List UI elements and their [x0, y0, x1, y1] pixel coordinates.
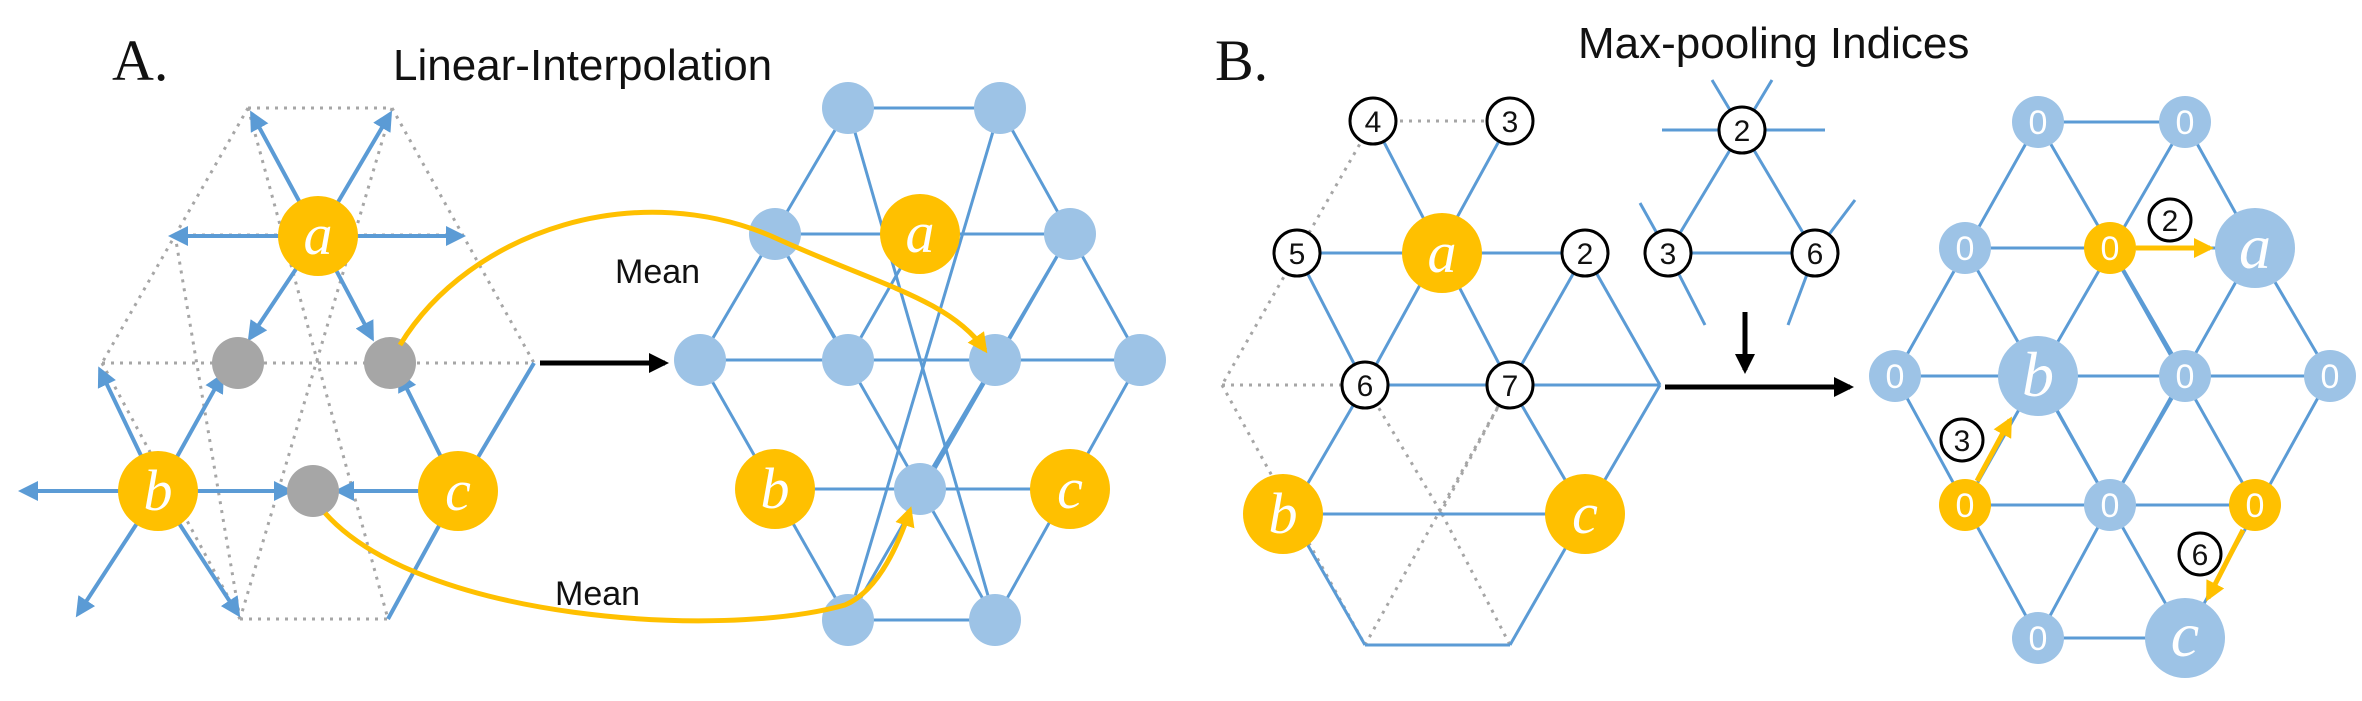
zero-node: 0 — [2159, 96, 2211, 148]
panel-b-right-index-2: 2 — [2147, 197, 2193, 243]
panel-a-mean-arrow-bottom — [323, 506, 915, 624]
panel-b-left-node-a: a — [1402, 213, 1482, 293]
panel-b-left-index-3: 3 — [1485, 96, 1535, 146]
panel-a-right-node-a-label: a — [906, 200, 935, 265]
panel-b-right-node-b: b — [1998, 336, 2078, 416]
panel-a-mean-label-bottom: Mean — [555, 575, 640, 613]
zero-label: 0 — [2101, 230, 2120, 268]
panel-a-right-node-b-label: b — [761, 456, 790, 521]
panel-b-right-gold-zero-nodes: 0 0 0 — [1939, 222, 2281, 531]
panel-b-left-node-c-label: c — [1572, 481, 1598, 546]
panel-b-left-index-6: 6 — [1340, 360, 1390, 410]
index-label: 2 — [2162, 205, 2179, 238]
panel-b-left-node-c: c — [1545, 474, 1625, 554]
panel-b-letter: B. — [1215, 28, 1268, 93]
zero-label: 0 — [2321, 358, 2340, 396]
index-label: 3 — [1954, 425, 1971, 458]
panel-b-right-index-3: 3 — [1939, 417, 1985, 463]
panel-b-right-grid — [1893, 120, 2332, 640]
panel-a-right-node-b: b — [735, 449, 815, 529]
panel-b-right-node-a-label: a — [2239, 211, 2271, 282]
zero-label: 0 — [1886, 358, 1905, 396]
panel-b-unpool-arrow-c — [2205, 528, 2246, 602]
zero-node: 0 — [1869, 350, 1921, 402]
panel-a-gray-node-3 — [287, 465, 339, 517]
panel-a-right-blue-nodes — [674, 82, 1166, 646]
panel-b-left-index-4: 4 — [1348, 96, 1398, 146]
zero-label: 0 — [2101, 487, 2120, 525]
panel-b-mid-index-6: 6 — [1790, 228, 1840, 278]
zero-label: 0 — [2029, 620, 2048, 658]
panel-b-right-node-c: c — [2145, 598, 2225, 678]
gold-zero-node: 0 — [2229, 479, 2281, 531]
zero-node: 0 — [2304, 350, 2356, 402]
index-label: 6 — [1357, 370, 1374, 403]
panel-b-right-index-6: 6 — [2177, 531, 2223, 577]
index-label: 3 — [1660, 238, 1677, 271]
index-label: 7 — [1502, 370, 1519, 403]
panel-a-right-node-a: a — [880, 194, 960, 274]
panel-b-left-node-a-label: a — [1428, 220, 1457, 285]
panel-a-mean-label-top: Mean — [615, 253, 700, 291]
index-label: 3 — [1502, 106, 1519, 139]
zero-label: 0 — [2029, 104, 2048, 142]
zero-node: 0 — [2084, 479, 2136, 531]
index-label: 2 — [1734, 115, 1751, 148]
zero-node: 0 — [2159, 350, 2211, 402]
panel-b-title: Max-pooling Indices — [1578, 19, 1969, 68]
panel-b-right-zero-nodes: 0 0 0 0 0 0 0 0 — [1869, 96, 2356, 664]
zero-label: 0 — [2176, 104, 2195, 142]
panel-a-right-node-c: c — [1030, 449, 1110, 529]
panel-a-node-c-label: c — [445, 458, 471, 523]
zero-node: 0 — [2012, 612, 2064, 664]
panel-a-left-dotted-grid — [100, 106, 536, 621]
panel-a-node-a-label: a — [304, 202, 333, 267]
gold-zero-node: 0 — [2084, 222, 2136, 274]
index-label: 6 — [2192, 539, 2209, 572]
index-label: 2 — [1577, 238, 1594, 271]
panel-b-mid-index-3: 3 — [1643, 228, 1693, 278]
zero-node: 0 — [2012, 96, 2064, 148]
panel-a-right-node-c-label: c — [1057, 456, 1083, 521]
index-label: 4 — [1365, 106, 1382, 139]
panel-a-right-grid — [698, 106, 1142, 622]
panel-b-left-node-b-label: b — [1269, 481, 1298, 546]
panel-a-gray-node-1 — [212, 337, 264, 389]
panel-a-mean-arrow-top — [397, 209, 988, 354]
panel-a-left-arrows — [18, 110, 536, 620]
panel-b-left-node-b: b — [1243, 474, 1323, 554]
panel-b-left-index-7: 7 — [1485, 360, 1535, 410]
panel-b-unpool-arrow-b — [1974, 416, 2013, 483]
zero-label: 0 — [1956, 487, 1975, 525]
zero-label: 0 — [2176, 358, 2195, 396]
panel-a-node-a: a — [278, 196, 358, 276]
zero-label: 0 — [2246, 487, 2265, 525]
panel-b-right-node-b-label: b — [2022, 339, 2054, 410]
panel-b-mid-index-2: 2 — [1717, 105, 1767, 155]
panel-b-right-node-c-label: c — [2171, 599, 2199, 670]
panel-a-node-b: b — [118, 451, 198, 531]
panel-a-title: Linear-Interpolation — [393, 41, 772, 90]
index-label: 6 — [1807, 238, 1824, 271]
panel-a-node-b-label: b — [144, 458, 173, 523]
index-label: 5 — [1289, 238, 1306, 271]
panel-b-right-node-a: a — [2215, 208, 2295, 288]
zero-node: 0 — [1939, 222, 1991, 274]
gold-zero-node: 0 — [1939, 479, 1991, 531]
panel-a-gray-node-2 — [364, 337, 416, 389]
zero-label: 0 — [1956, 230, 1975, 268]
panel-a-letter: A. — [112, 28, 168, 93]
panel-b-left-index-2: 2 — [1560, 228, 1610, 278]
panel-a-node-c: c — [418, 451, 498, 531]
panel-b-left-index-5: 5 — [1272, 228, 1322, 278]
